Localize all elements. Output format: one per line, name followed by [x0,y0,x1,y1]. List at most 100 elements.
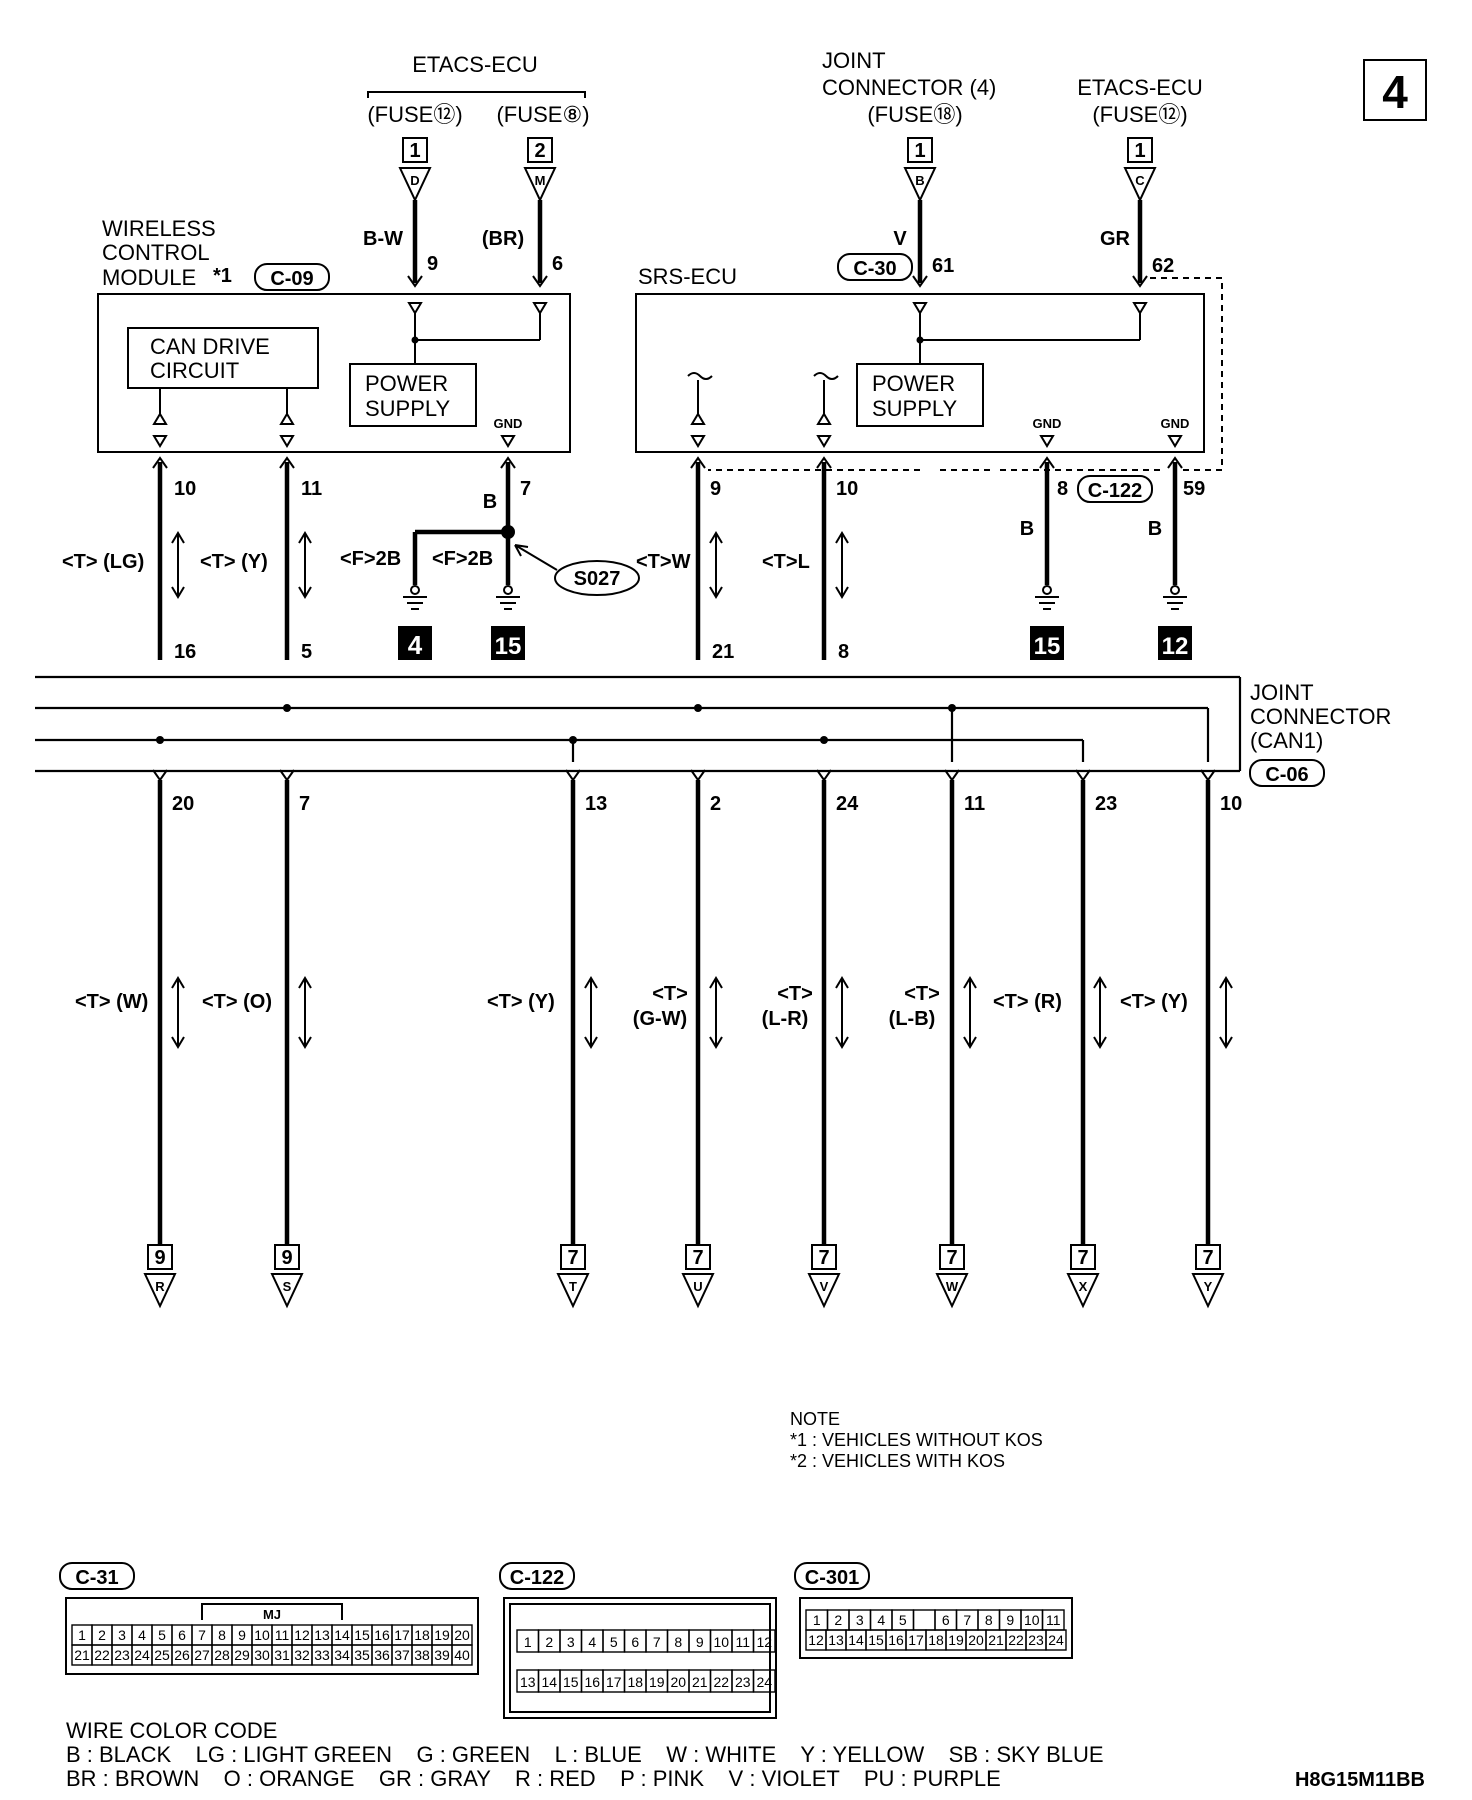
connector-pin: 8 [977,1609,1001,1631]
svg-text:23: 23 [114,1647,130,1663]
svg-text:4: 4 [138,1627,146,1643]
pin-6-top: 6 [552,253,563,275]
note-title: NOTE [790,1409,840,1429]
outbound-ref-v[interactable]: 7V [807,1244,841,1309]
label-t-gw-1: <T> [652,983,688,1005]
joint-can-label-2: CONNECTOR [1250,704,1391,729]
connector-pin: 19 [431,1624,453,1646]
svg-text:7: 7 [946,1247,957,1269]
label-t-r: <T> (R) [993,991,1062,1013]
label-f2b-2: <F>2B [432,548,493,570]
label-t-lr-1: <T> [777,983,813,1005]
svg-text:40: 40 [454,1647,470,1663]
outbound-ref-y[interactable]: 7Y [1191,1244,1225,1309]
outbound-ref-x[interactable]: 7X [1066,1244,1100,1309]
c31-connector-face [65,1597,479,1675]
inbound-ref-b[interactable]: 1 B [903,137,937,203]
page-number-box [1363,59,1427,121]
svg-text:21: 21 [692,1674,708,1690]
connector-pin: 37 [391,1644,413,1666]
svg-text:6: 6 [631,1634,639,1650]
outbound-ref-u[interactable]: 7U [681,1244,715,1309]
outbound-ref-s[interactable]: 9S [270,1244,304,1309]
wireless-label-2: CONTROL [102,240,210,265]
svg-text:22: 22 [713,1674,729,1690]
outbound-ref-t[interactable]: 7T [556,1244,590,1309]
connector-pin: 4 [131,1624,153,1646]
svg-text:24: 24 [134,1647,150,1663]
srs-internal-lines [687,302,1183,448]
svg-text:26: 26 [174,1647,190,1663]
ground-number-15-a: 15 [491,626,525,660]
inbound-ref-m[interactable]: 2 M [523,137,557,203]
svg-text:18: 18 [627,1674,643,1690]
connector-c09-badge [254,263,330,291]
wire-color-br: (BR) [482,228,524,250]
wireless-label-3: MODULE [102,265,196,290]
wcm-internal-lines [152,302,548,448]
connector-pin: 18 [925,1629,947,1651]
connector-pin: 25 [151,1644,173,1666]
splice-s027: S027 [574,568,621,590]
svg-text:2: 2 [98,1627,106,1643]
connector-pin: 3 [848,1609,872,1631]
svg-text:T: T [569,1279,577,1294]
connector-pin: 24 [752,1669,776,1693]
wcm-power-label-1: POWER [365,371,448,396]
svg-text:31: 31 [274,1647,290,1663]
svg-text:6: 6 [942,1612,950,1628]
connector-pin: 3 [111,1624,133,1646]
srs-gnd-label-1: GND [1033,416,1062,431]
pin-2: 2 [710,793,721,815]
wcm-power-supply-box [349,363,477,427]
pin-9-top: 9 [427,253,438,275]
wire-color-gr: GR [1100,228,1131,250]
outbound-ref-w[interactable]: 7W [935,1244,969,1309]
c301-label: C-301 [805,1567,859,1589]
svg-text:16: 16 [888,1632,904,1648]
outbound-ref-r[interactable]: 9R [143,1244,177,1309]
svg-text:15: 15 [354,1627,370,1643]
pin-23: 23 [1095,793,1117,815]
svg-text:5: 5 [610,1634,618,1650]
svg-text:20: 20 [454,1627,470,1643]
connector-pin: 5 [602,1629,626,1653]
inbound-ref-d[interactable]: 1 D [398,137,432,203]
lower-direction-arrows [171,976,1233,1049]
svg-text:11: 11 [275,1627,290,1643]
svg-text:35: 35 [354,1647,370,1663]
connector-pin: 23 [731,1669,755,1693]
fuse-8-label: (FUSE⑧) [496,102,589,127]
wire-color-bw: B-W [363,228,403,250]
svg-text:7: 7 [567,1247,578,1269]
svg-text:15: 15 [495,633,522,660]
joint-connector-4-label-2: CONNECTOR (4) [822,75,996,100]
splice-arrow [514,544,558,571]
note-line-2: *2 : VEHICLES WITH KOS [790,1451,1005,1471]
svg-text:17: 17 [394,1627,410,1643]
connector-pin: 15 [559,1669,583,1693]
c31-label: C-31 [75,1567,118,1589]
label-f2b-1: <F>2B [340,548,401,570]
srs-power-label-1: POWER [872,371,955,396]
connector-pin: 1 [71,1624,93,1646]
wire-color-code-row-1: B : BLACK LG : LIGHT GREEN G : GREEN L :… [66,1742,1104,1767]
connector-pin: 21 [985,1629,1007,1651]
connector-pin: 34 [331,1644,353,1666]
svg-text:21: 21 [74,1647,90,1663]
svg-text:23: 23 [735,1674,751,1690]
inbound-ref-c[interactable]: 1 C [1123,137,1157,203]
svg-text:14: 14 [541,1674,557,1690]
mid-direction-arrows [171,531,849,599]
svg-text:15: 15 [563,1674,579,1690]
connector-pin: 19 [645,1669,669,1693]
svg-text:C: C [1135,173,1145,188]
connector-pin: 18 [623,1669,647,1693]
connector-pin: 12 [752,1629,776,1653]
pin-24: 24 [836,793,859,815]
svg-text:17: 17 [606,1674,622,1690]
svg-text:20: 20 [670,1674,686,1690]
joint-can-label-3: (CAN1) [1250,728,1323,753]
